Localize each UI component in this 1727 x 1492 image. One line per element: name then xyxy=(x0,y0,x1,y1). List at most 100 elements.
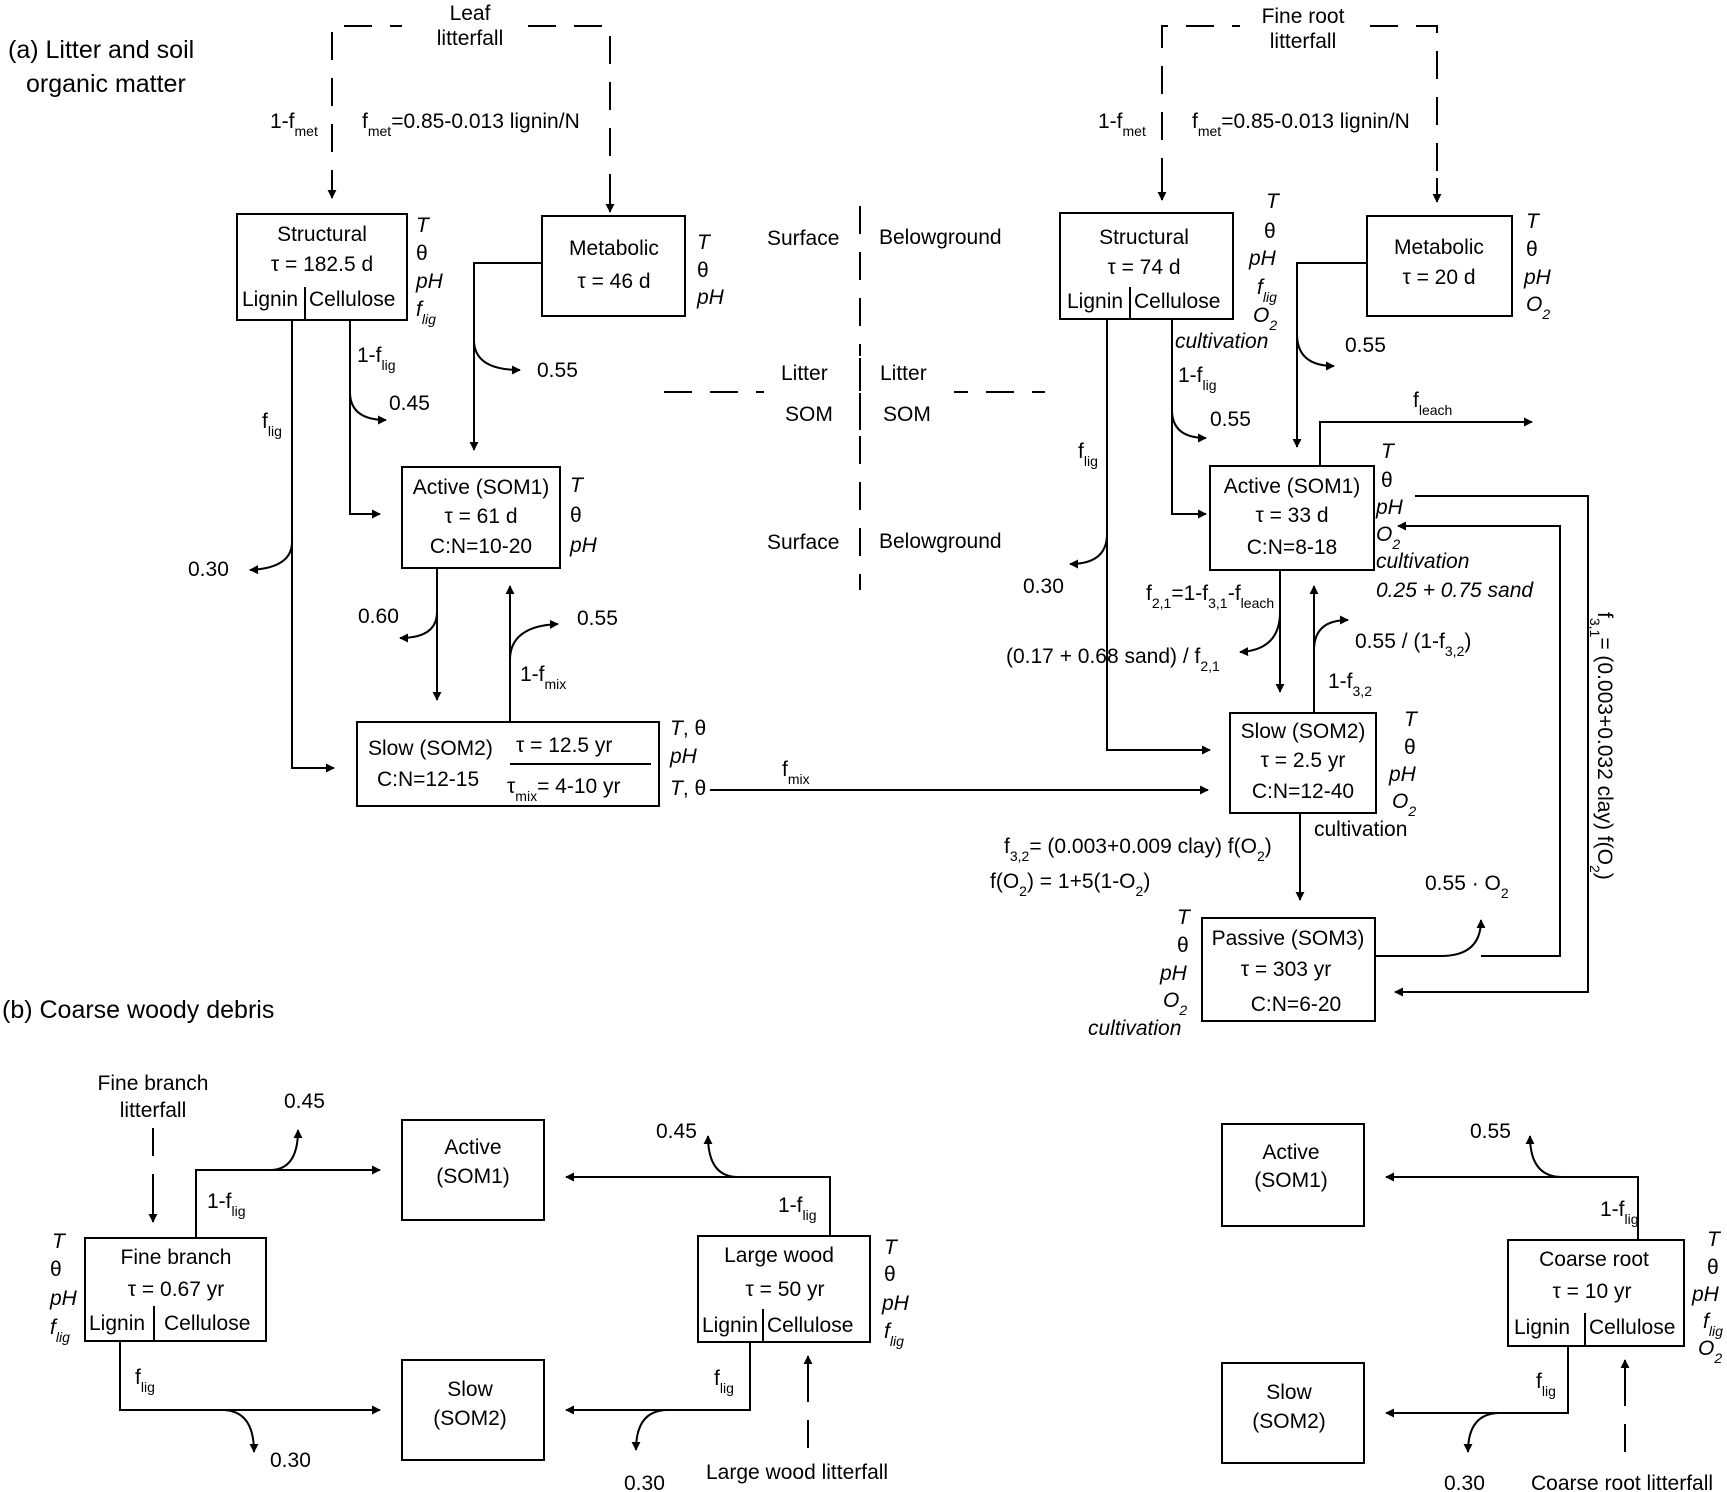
fine-branch-flig-label: flig xyxy=(135,1366,155,1395)
coarse-root-litterfall-label: Coarse root litterfall xyxy=(1531,1472,1713,1492)
fmix-label: fmix xyxy=(782,758,810,787)
belowground-label-bottom: Belowground xyxy=(879,530,1002,553)
belowground-slow-tau: τ = 2.5 yr xyxy=(1261,749,1346,772)
svg-text:pH: pH xyxy=(696,286,725,309)
svg-text:flig: flig xyxy=(416,298,436,327)
litter-label-left: Litter xyxy=(781,362,828,385)
svg-text:pH: pH xyxy=(569,534,598,557)
surface-structural-resp-value: 0.45 xyxy=(389,392,430,415)
svg-text:pH: pH xyxy=(1388,763,1417,786)
surface-structural-to-active-flow xyxy=(349,320,381,519)
large-wood-slow-resp-arrow xyxy=(631,1409,669,1451)
svg-text:T, θ: T, θ xyxy=(670,717,706,740)
large-wood-name: Large wood xyxy=(724,1244,834,1267)
svg-text:T: T xyxy=(570,474,585,497)
surface-slow-name: Slow (SOM2) xyxy=(368,737,493,760)
leaching-flow xyxy=(1319,417,1533,466)
belowground-passive-name: Passive (SOM3) xyxy=(1212,927,1365,950)
fine-branch-slow-resp-value: 0.30 xyxy=(270,1449,311,1472)
belowground-active-controls: T θ pH O2 xyxy=(1375,440,1404,552)
svg-text:pH: pH xyxy=(415,270,444,293)
belowground-slow-name: Slow (SOM2) xyxy=(1241,720,1366,743)
belowground-1-flig-label: 1-flig xyxy=(1178,364,1217,393)
belowground-passive-cultivation: cultivation xyxy=(1088,1017,1181,1040)
belowground-structural-resp-arrow xyxy=(1171,409,1207,443)
root-fmet-formula: fmet=0.85-0.013 lignin/N xyxy=(1192,110,1410,139)
surface-slow-tau: τ = 12.5 yr xyxy=(516,734,612,757)
belowground-structural-cellulose: Cellulose xyxy=(1134,290,1220,313)
leaf-fmet-formula: fmet=0.85-0.013 lignin/N xyxy=(362,110,580,139)
surface-1-flig-label: 1-flig xyxy=(357,344,396,373)
som-label-left: SOM xyxy=(785,403,833,426)
surface-active-resp-value: 0.60 xyxy=(358,605,399,628)
surface-label-bottom: Surface xyxy=(767,531,839,554)
belowground-structural-cultivation: cultivation xyxy=(1175,330,1268,353)
svg-text:O2: O2 xyxy=(1163,989,1187,1018)
belowground-active-cn: C:N=8-18 xyxy=(1247,536,1337,559)
svg-text:θ: θ xyxy=(1707,1256,1719,1279)
coarse-root-tau: τ = 10 yr xyxy=(1553,1280,1632,1303)
large-wood-litterfall-label: Large wood litterfall xyxy=(706,1461,888,1484)
svg-text:flig: flig xyxy=(50,1316,70,1345)
belowground-active-cultivation: cultivation xyxy=(1376,550,1469,573)
belowground-passive-pool: Passive (SOM3) τ = 303 yr C:N=6-20 xyxy=(1201,917,1376,1022)
surface-metabolic-pool: Metabolic τ = 46 d xyxy=(541,215,686,317)
surface-slow-resp-arrow xyxy=(509,619,559,661)
belowground-structural-tau: τ = 74 d xyxy=(1107,256,1180,279)
fine-branch-active-resp-value: 0.45 xyxy=(284,1090,325,1113)
belowground-active-name: Active (SOM1) xyxy=(1224,475,1361,498)
svg-text:T: T xyxy=(1266,190,1281,213)
svg-text:pH: pH xyxy=(669,745,698,768)
surface-slow-resp-value: 0.55 xyxy=(577,607,618,630)
belowground-metabolic-pool: Metabolic τ = 20 d xyxy=(1366,215,1513,317)
belowground-structural-lignin: Lignin xyxy=(1067,290,1123,313)
fine-branch-lignin: Lignin xyxy=(89,1312,145,1335)
svg-text:T: T xyxy=(697,231,712,254)
belowground-slow-resp-arrow xyxy=(1313,615,1349,651)
svg-text:flig: flig xyxy=(884,1320,904,1349)
fine-branch-to-slow-flow xyxy=(119,1341,381,1415)
surface-active-tau: τ = 61 d xyxy=(444,505,517,528)
section-a-title-line1: (a) Litter and soil xyxy=(8,36,194,64)
belowground-slow-cn: C:N=12-40 xyxy=(1252,780,1354,803)
large-wood-cellulose: Cellulose xyxy=(767,1314,853,1337)
active-to-passive-flow xyxy=(1394,495,1589,997)
svg-text:flig: flig xyxy=(1703,1310,1723,1339)
surface-structural-controls: T θ pH flig xyxy=(415,214,444,327)
belowground-structural-to-active-flow xyxy=(1171,319,1207,519)
svg-text:O2: O2 xyxy=(1526,293,1550,322)
coarse-root-flig-label: flig xyxy=(1536,1370,1556,1399)
svg-text:θ: θ xyxy=(697,259,709,282)
svg-text:T: T xyxy=(416,214,431,237)
fO2-label: f(O2) = 1+5(1-O2) xyxy=(990,870,1150,899)
svg-text:T: T xyxy=(1526,210,1541,233)
surface-structural-to-slow-flow xyxy=(291,320,335,773)
svg-text:θ: θ xyxy=(1526,238,1538,261)
svg-text:θ: θ xyxy=(1381,469,1393,492)
passive-resp-arrow xyxy=(1375,919,1486,957)
cwd-active-left-line1: Active xyxy=(444,1136,501,1159)
large-wood-pool: Large wood τ = 50 yr Lignin Cellulose xyxy=(697,1235,871,1343)
large-wood-flig-label: flig xyxy=(714,1367,734,1396)
fine-branch-cellulose: Cellulose xyxy=(164,1312,250,1335)
surface-metabolic-tau: τ = 46 d xyxy=(577,270,650,293)
large-wood-active-resp-arrow xyxy=(703,1135,739,1178)
surface-slow-pool: Slow (SOM2) C:N=12-15 τ = 12.5 yr τmix= … xyxy=(356,721,660,807)
passive-to-active-flow xyxy=(1397,521,1561,957)
cwd-active-left-pool: Active (SOM1) xyxy=(401,1119,545,1221)
svg-text:T: T xyxy=(1381,440,1396,463)
belowground-metabolic-resp-arrow xyxy=(1296,333,1335,371)
leaf-litterfall-label-2: litterfall xyxy=(437,27,504,50)
large-wood-active-resp-value: 0.45 xyxy=(656,1120,697,1143)
belowground-structural-resp-value: 0.55 xyxy=(1210,408,1251,431)
svg-text:θ: θ xyxy=(416,242,428,265)
coarse-root-to-slow-flow xyxy=(1385,1346,1569,1418)
f21-label: f2,1=1-f3,1 -fleach xyxy=(1146,582,1274,611)
large-wood-controls: T θ pH flig xyxy=(881,1236,910,1349)
belowground-active-tau: τ = 33 d xyxy=(1255,504,1328,527)
cwd-active-right-line1: Active xyxy=(1262,1141,1319,1164)
svg-text:θ: θ xyxy=(1404,736,1416,759)
surface-structural-pool: Structural τ = 182.5 d Lignin Cellulose xyxy=(236,213,408,321)
fine-root-litterfall-label-2: litterfall xyxy=(1270,30,1337,53)
